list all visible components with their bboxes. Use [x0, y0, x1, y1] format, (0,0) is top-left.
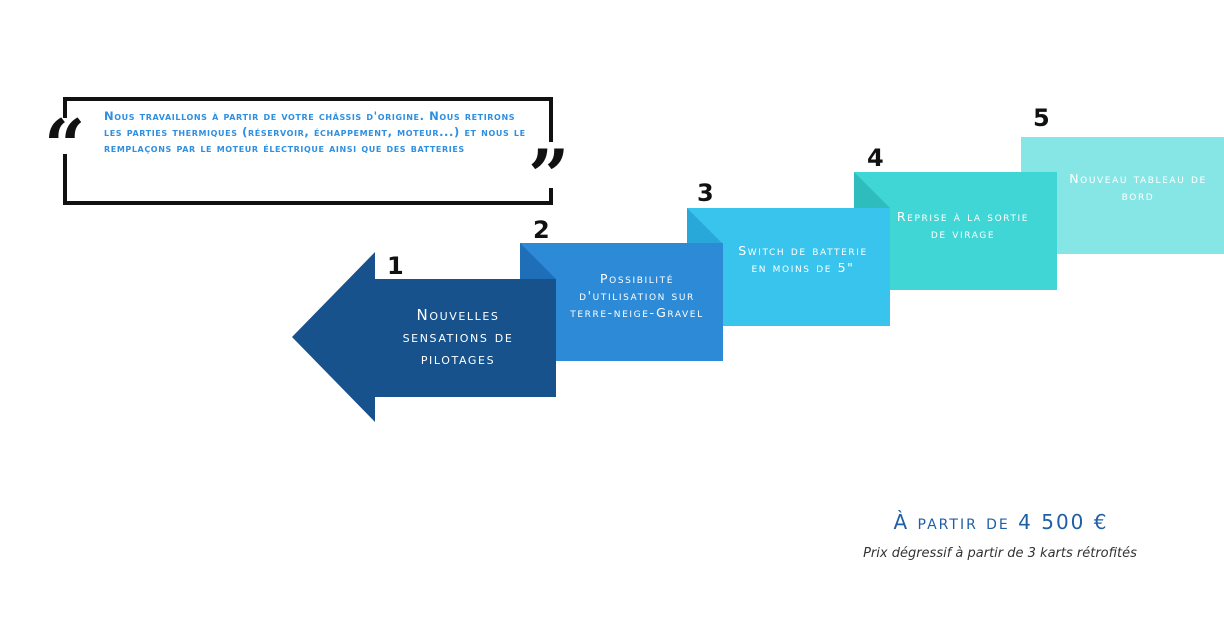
quote-text: Nous travaillons à partir de votre châss…	[104, 109, 526, 155]
step-4-label: Reprise à la sortie de virage	[896, 209, 1030, 241]
open-quote-icon: “	[44, 103, 86, 188]
price-headline: À partir de 4 500 €	[893, 510, 1109, 534]
step-2-label: Possibilité d'utilisation sur terre-neig…	[570, 271, 704, 320]
step-4-number: 4	[867, 144, 884, 172]
step-3-label: Switch de batterie en moins de 5"	[738, 243, 868, 275]
step-2-number: 2	[533, 216, 550, 244]
step-5-number: 5	[1033, 104, 1050, 132]
step-4-fold	[854, 172, 890, 208]
quote-frame-gap-left	[58, 118, 72, 154]
price-note: Prix dégressif à partir de 3 karts rétro…	[863, 546, 1137, 561]
close-quote-icon: ”	[528, 133, 570, 218]
step-3-fold	[687, 208, 723, 244]
step-1-number: 1	[387, 252, 404, 280]
step-2-fold	[520, 243, 556, 279]
step-5-label: Nouveau tableau de bord	[1069, 171, 1207, 203]
step-1-label: Nouvelles sensations de pilotages	[402, 306, 514, 368]
quote-frame-gap-right	[544, 142, 558, 188]
step-3-number: 3	[697, 179, 714, 207]
step-1-arrow	[292, 252, 556, 422]
